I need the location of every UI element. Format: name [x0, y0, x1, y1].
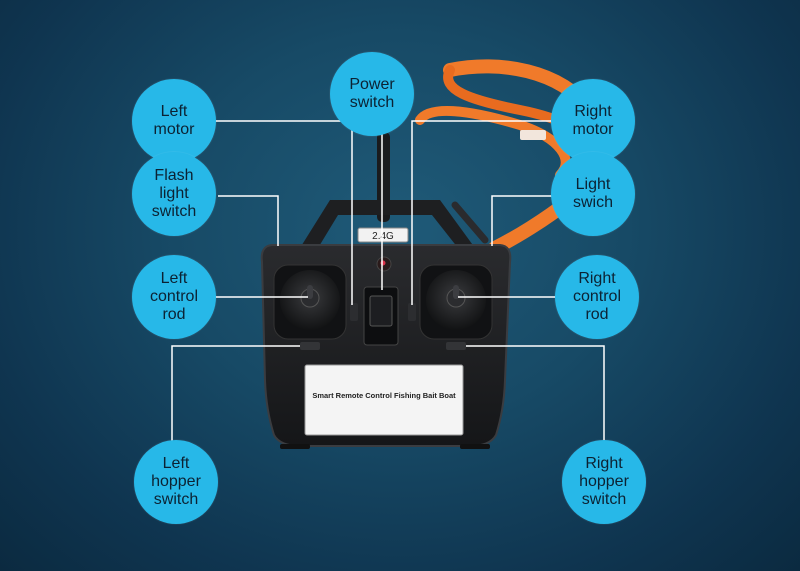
left-control-rod-assembly [273, 264, 347, 340]
callout-light-switch: Light swich [551, 152, 635, 236]
power-switch-assembly [363, 286, 399, 346]
callout-lines [171, 120, 605, 455]
right-motor-switch [408, 303, 416, 321]
callout-right-control-rod: Right control rod [555, 255, 639, 339]
frequency-label: 2.4G [372, 231, 394, 242]
callout-left-hopper-switch-text: Left hopper switch [151, 455, 201, 508]
callout-right-hopper-switch: Right hopper switch [562, 440, 646, 524]
right-control-rod-assembly [419, 264, 493, 340]
callout-right-motor-text: Right motor [572, 103, 614, 138]
callout-flash-light-switch: Flash light switch [132, 152, 216, 236]
callout-right-control-rod-text: Right control rod [572, 270, 622, 323]
callout-left-control-rod-text: Left control rod [149, 270, 199, 323]
product-label-text: Smart Remote Control Fishing Bait Boat [312, 391, 456, 400]
callout-left-hopper-switch: Left hopper switch [134, 440, 218, 524]
line-right-motor [411, 120, 565, 305]
left-motor-switch [350, 303, 358, 321]
callout-right-motor: Right motor [551, 79, 635, 163]
carry-handle [300, 200, 475, 248]
line-flash-light [218, 195, 279, 246]
line-right-hopper [466, 345, 605, 455]
antenna [377, 132, 390, 222]
line-left-hopper [171, 345, 300, 455]
callout-flash-light-switch-text: Flash light switch [151, 167, 197, 220]
line-light-switch [491, 195, 565, 246]
callout-light-switch-text: Light swich [572, 176, 613, 211]
callout-left-control-rod: Left control rod [132, 255, 216, 339]
callout-power-switch-text: Power switch [349, 76, 395, 111]
product-label-panel [304, 364, 464, 436]
callout-right-hopper-switch-text: Right hopper switch [579, 455, 629, 508]
frequency-plate [357, 227, 409, 243]
left-hopper-switch [300, 342, 320, 350]
callout-left-motor-text: Left motor [153, 103, 195, 138]
callout-left-motor: Left motor [132, 79, 216, 163]
callout-power-switch: Power switch [330, 52, 414, 136]
right-hopper-switch [446, 342, 466, 350]
